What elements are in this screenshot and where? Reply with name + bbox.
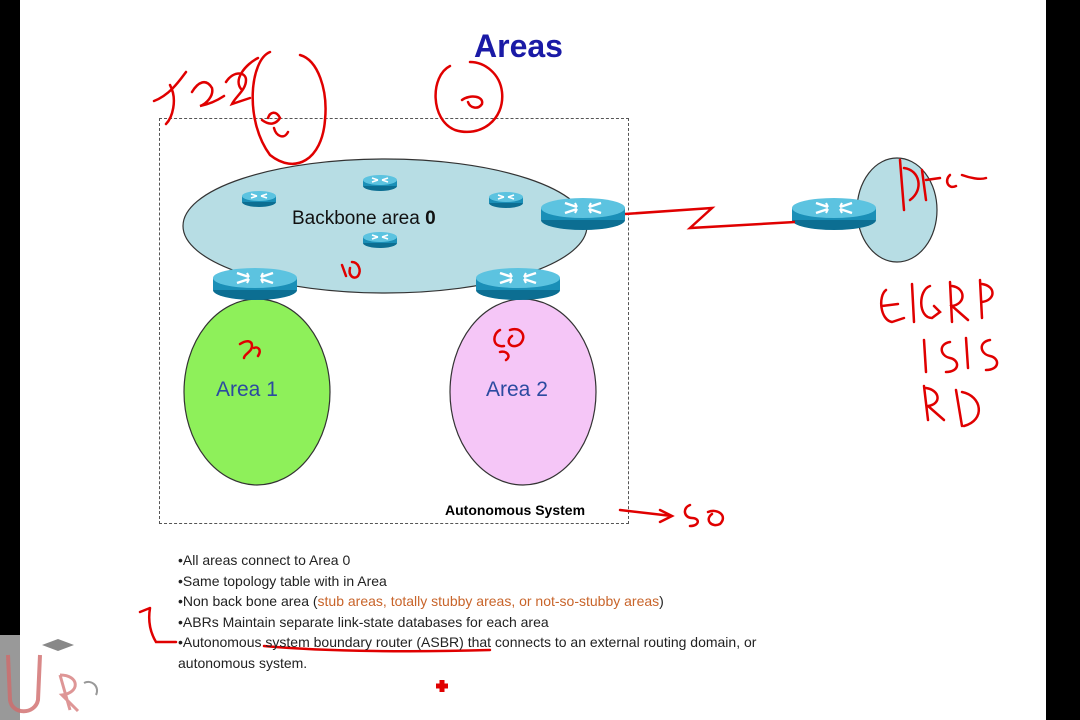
bullet-item: •Same topology table with in Area <box>178 572 387 589</box>
area-1-label: Area 1 <box>216 378 278 401</box>
external-link-line <box>624 206 796 230</box>
external-router-icon <box>790 196 878 232</box>
abr-router-icon <box>474 266 562 302</box>
bullet-text: ) <box>659 593 664 609</box>
bullet-item: •ABRs Maintain separate link-state datab… <box>178 613 549 630</box>
area-2-label: Area 2 <box>486 378 548 401</box>
backbone-router-icon <box>488 191 524 209</box>
bullet-text: •Non back bone area ( <box>178 593 318 609</box>
channel-logo-watermark <box>0 635 120 720</box>
backbone-router-icon <box>362 231 398 249</box>
pointer-marker <box>436 680 448 692</box>
bullet-item: autonomous system. <box>178 654 308 671</box>
backbone-router-icon <box>241 190 277 208</box>
backbone-router-icon <box>362 174 398 192</box>
asbr-router-icon <box>539 196 627 232</box>
abr-router-icon <box>211 266 299 302</box>
autonomous-system-boundary <box>159 118 629 524</box>
bullet-list: •All areas connect to Area 0 •Same topol… <box>178 550 898 673</box>
handwritten-annotations <box>138 50 999 653</box>
autonomous-system-label: Autonomous System <box>445 502 586 518</box>
bullet-item: •All areas connect to Area 0 <box>178 552 351 568</box>
bullet-item: •Autonomous system boundary router (ASBR… <box>178 634 757 650</box>
bullet-highlight: stub areas, totally stubby areas, or not… <box>317 593 660 609</box>
bullet-item: •Non back bone area (stub areas, totally… <box>178 591 898 612</box>
backbone-label: Backbone area 0 <box>292 208 436 229</box>
slide-title: Areas <box>474 28 563 64</box>
